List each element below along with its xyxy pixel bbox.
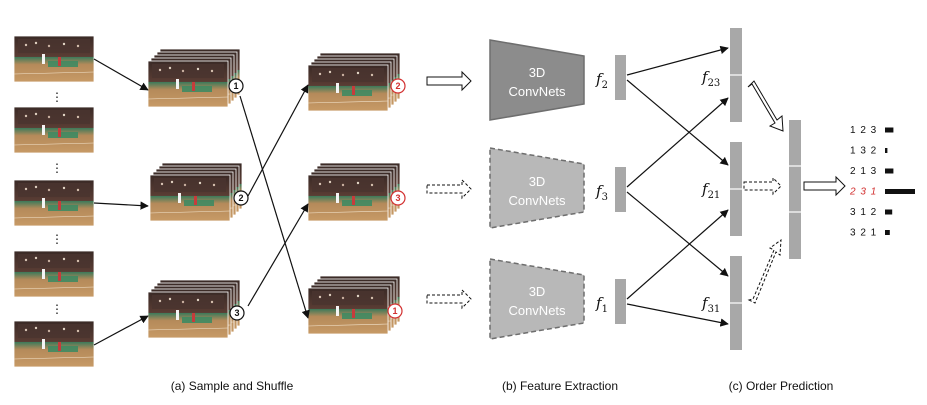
input-arrows	[426, 70, 472, 310]
sampled-clip-1	[148, 49, 240, 107]
clip-badges: 1 2 3 2 3 1	[228, 78, 406, 321]
block-arrow-solid	[747, 80, 784, 132]
feature-bar-f1	[615, 279, 626, 324]
order-score-bar	[885, 168, 894, 174]
shuffle-arrows	[239, 84, 310, 319]
svg-text:3D: 3D	[529, 65, 546, 80]
pair-label-f23: f23	[701, 68, 720, 89]
shuffled-clip-mid	[308, 163, 400, 221]
badge-sample-1: 1	[228, 78, 244, 94]
block-arrow-solid	[426, 70, 472, 92]
feature-label-f1: f1	[595, 294, 608, 315]
pair-label-f31: f31	[701, 294, 720, 315]
source-frame	[13, 106, 95, 154]
feature-bar-f3	[615, 167, 626, 212]
block-arrow-dashed	[426, 288, 472, 310]
order-label: 2 1 3	[850, 166, 877, 177]
vertical-ellipsis: ⋮	[51, 302, 63, 316]
sampled-clip-3	[148, 280, 240, 338]
sample-arrows	[93, 58, 149, 346]
pair-features: f23 f21 f31	[701, 28, 742, 350]
source-frame	[13, 179, 95, 227]
shuffled-clip-bot	[308, 276, 400, 334]
svg-text:ConvNets: ConvNets	[508, 193, 566, 208]
feature-label-f2: f2	[595, 70, 608, 91]
order-label: 1 3 2	[850, 146, 877, 157]
badge-shuffled-top: 2	[390, 78, 406, 94]
order-score-bar	[885, 189, 915, 194]
order-label: 1 2 3	[850, 125, 877, 136]
order-score-bar	[885, 148, 888, 153]
source-video-frames: ⋮ ⋮ ⋮ ⋮	[13, 35, 95, 368]
svg-text:3D: 3D	[529, 284, 546, 299]
shuffled-clip-top	[308, 53, 400, 111]
svg-text:ConvNets: ConvNets	[508, 84, 566, 99]
svg-text:2: 2	[238, 193, 243, 203]
badge-sample-3: 3	[229, 305, 245, 321]
vertical-ellipsis: ⋮	[51, 232, 63, 246]
block-arrow-dashed	[747, 238, 782, 304]
feature-vectors: f2 f3 f1	[595, 55, 626, 324]
order-score-bar	[885, 127, 894, 133]
svg-text:ConvNets: ConvNets	[508, 303, 566, 318]
svg-text:3D: 3D	[529, 174, 546, 189]
pair-label-f21: f21	[701, 180, 720, 201]
order-score-bar	[885, 230, 890, 235]
concat-vector	[789, 120, 801, 259]
order-label: 2 3 1	[849, 187, 877, 198]
source-frame	[13, 320, 95, 368]
convnet-dashed: 3D ConvNets	[489, 147, 585, 229]
convnet-solid: 3D ConvNets	[489, 39, 585, 121]
order-label: 3 2 1	[850, 228, 877, 239]
svg-text:3: 3	[234, 308, 239, 318]
convnet-dashed: 3D ConvNets	[489, 258, 585, 340]
pairwise-arrows	[626, 45, 729, 327]
badge-sample-2: 2	[233, 190, 249, 206]
source-frame	[13, 250, 95, 298]
svg-text:1: 1	[233, 81, 238, 91]
svg-text:3: 3	[395, 193, 400, 203]
feature-label-f3: f3	[595, 182, 608, 203]
svg-text:2: 2	[395, 81, 400, 91]
sampled-clips	[148, 49, 242, 338]
badge-shuffled-mid: 3	[390, 190, 406, 206]
source-frame	[13, 35, 95, 83]
badge-shuffled-bot: 1	[387, 303, 403, 319]
feature-bar-f2	[615, 55, 626, 100]
vertical-ellipsis: ⋮	[51, 161, 63, 175]
svg-text:1: 1	[392, 306, 397, 316]
concat-arrows	[743, 80, 784, 304]
caption-sample-shuffle: (a) Sample and Shuffle	[171, 379, 294, 393]
block-arrow-dashed	[743, 176, 782, 196]
shuffled-clips	[308, 53, 400, 334]
order-prediction-list: 1 2 3 1 3 2 2 1 3 2 3 1 3 1 2 3 2 1	[849, 125, 915, 239]
block-arrow-dashed	[426, 178, 472, 200]
caption-feature-extraction: (b) Feature Extraction	[502, 379, 618, 393]
sampled-clip-2	[150, 163, 242, 221]
output-arrow	[803, 175, 846, 197]
vertical-ellipsis: ⋮	[51, 90, 63, 104]
caption-order-prediction: (c) Order Prediction	[729, 379, 834, 393]
order-score-bar	[885, 209, 893, 215]
order-label: 3 1 2	[850, 207, 877, 218]
